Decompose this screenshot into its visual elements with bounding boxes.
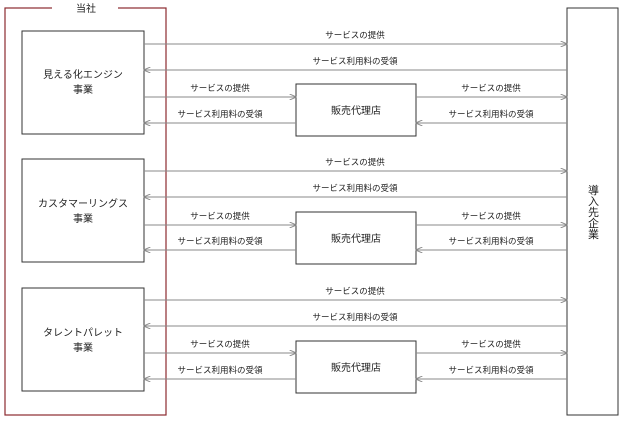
direct-fee-label-talent-palette: サービス利用料の受領 xyxy=(312,312,398,323)
agency-provide-label-right-visualization: サービスの提供 xyxy=(461,83,521,94)
agency-fee-label-right-visualization: サービス利用料の受領 xyxy=(448,109,534,120)
client-label: 導入先企業 xyxy=(587,183,600,239)
business-section-talent-palette: タレントパレット 事業 サービスの提供 サービス利用料の受領 販売代理店 サービ… xyxy=(21,286,567,394)
agency-fee-label-left-talent-palette: サービス利用料の受領 xyxy=(177,365,263,376)
agency-label-talent-palette: 販売代理店 xyxy=(331,361,381,374)
direct-provide-label-talent-palette: サービスの提供 xyxy=(325,286,385,297)
direct-fee-label-customer-ring: サービス利用料の受領 xyxy=(312,183,398,194)
agency-fee-label-left-customer-ring: サービス利用料の受領 xyxy=(177,236,263,247)
agency-provide-label-right-talent-palette: サービスの提供 xyxy=(461,339,521,350)
business-box-customer-ring xyxy=(21,158,145,263)
business-box-talent-palette xyxy=(21,287,145,392)
direct-provide-label-customer-ring: サービスの提供 xyxy=(325,157,385,168)
agency-fee-label-right-customer-ring: サービス利用料の受領 xyxy=(448,236,534,247)
client-box xyxy=(566,7,619,416)
agency-box-customer-ring xyxy=(295,211,417,265)
agency-provide-label-left-customer-ring: サービスの提供 xyxy=(190,211,250,222)
business-name-talent-palette: タレントパレット xyxy=(43,327,123,339)
business-section-visualization: 見える化エンジン 事業 サービスの提供 サービス利用料の受領 販売代理店 サービ… xyxy=(21,30,567,137)
business-name-customer-ring: カスタマーリングス xyxy=(38,197,128,210)
agency-label-customer-ring: 販売代理店 xyxy=(331,232,381,245)
business-box-visualization xyxy=(21,30,145,135)
agency-provide-label-right-customer-ring: サービスの提供 xyxy=(461,211,521,222)
company-label: 当社 xyxy=(76,2,96,15)
company-label-background xyxy=(52,1,118,15)
agency-box-visualization xyxy=(295,83,417,137)
business-suffix-customer-ring: 事業 xyxy=(73,212,93,225)
business-name-visualization: 見える化エンジン xyxy=(43,68,123,81)
agency-fee-label-right-talent-palette: サービス利用料の受領 xyxy=(448,365,534,376)
agency-provide-label-left-visualization: サービスの提供 xyxy=(190,83,250,94)
business-suffix-talent-palette: 事業 xyxy=(73,341,93,354)
direct-provide-label-visualization: サービスの提供 xyxy=(325,30,385,41)
agency-provide-label-left-talent-palette: サービスの提供 xyxy=(190,339,250,350)
agency-fee-label-left-visualization: サービス利用料の受領 xyxy=(177,109,263,120)
direct-fee-label-visualization: サービス利用料の受領 xyxy=(312,56,398,67)
business-suffix-visualization: 事業 xyxy=(73,83,93,96)
agency-label-visualization: 販売代理店 xyxy=(331,104,381,117)
business-section-customer-ring: カスタマーリングス 事業 サービスの提供 サービス利用料の受領 販売代理店 サー… xyxy=(21,157,567,265)
agency-box-talent-palette xyxy=(295,340,417,394)
